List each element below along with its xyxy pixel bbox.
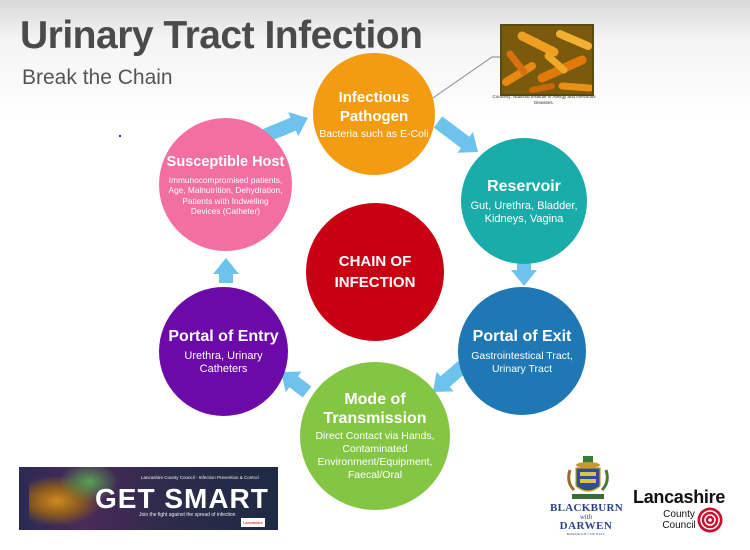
node-title: Reservoir [487, 177, 561, 195]
red-rose-icon [697, 507, 723, 533]
node-susceptible-host: Susceptible Host Immunocompromised patie… [159, 118, 292, 251]
arrow-reservoir-to-exit [511, 262, 537, 286]
node-desc: Gastrointestical Tract, Urinary Tract [471, 349, 573, 375]
blackburn-line2: with [579, 513, 593, 521]
blackburn-line3: DARWEN [559, 520, 613, 532]
blackburn-line4: BOROUGH COUNCIL [566, 532, 606, 536]
node-desc: Bacteria such as E-Coli [319, 127, 429, 140]
bacteria-image [500, 24, 594, 96]
node-desc: Urethra, Urinary Catheters [184, 350, 263, 375]
banner-council-logo: Lancashire [241, 518, 265, 527]
node-reservoir: Reservoir Gut, Urethra, Bladder, Kidneys… [461, 138, 587, 264]
node-portal-of-exit: Portal of Exit Gastrointestical Tract, U… [458, 287, 586, 415]
node-desc: Immunocompromised patients, Age, Malnutr… [168, 174, 283, 217]
get-smart-banner: Lancashire County Council - Infection Pr… [19, 467, 278, 530]
node-title: Susceptible Host [166, 153, 285, 170]
arrow-pathogen-to-reservoir [433, 116, 478, 153]
image-caption: Courtesy: National Institute of Allergy … [492, 94, 596, 105]
node-mode-of-transmission: Mode of Transmission Direct Contact via … [300, 362, 450, 510]
node-title: Portal of Exit [472, 327, 572, 345]
banner-big-text: GET SMART [95, 483, 269, 514]
page-subtitle: Break the Chain [22, 66, 173, 89]
node-title: Infectious Pathogen [338, 88, 410, 125]
node-desc: Gut, Urethra, Bladder, Kidneys, Vagina [470, 199, 578, 225]
node-desc: Direct Contact via Hands, Contaminated E… [315, 430, 435, 481]
banner-map-graphic-2 [59, 467, 119, 502]
lancashire-name: Lancashire [633, 487, 726, 507]
center-title: CHAIN OF INFECTION [334, 253, 416, 291]
lancashire-line3: Council [662, 520, 696, 531]
node-title: Portal of Entry [168, 328, 279, 345]
stray-dot [119, 135, 121, 137]
blackburn-line1: BLACKBURN [550, 502, 623, 514]
banner-small-text: Lancashire County Council - Infection Pr… [141, 475, 259, 480]
blackburn-darwen-logo: BLACKBURN with DARWEN BOROUGH COUNCIL [550, 502, 623, 537]
center-chain-of-infection: CHAIN OF INFECTION [306, 203, 444, 341]
node-portal-of-entry: Portal of Entry Urethra, Urinary Cathete… [159, 287, 288, 416]
banner-sub-text: Join the fight against the spread of inf… [139, 512, 236, 518]
page-title: Urinary Tract Infection [20, 14, 423, 57]
arrow-entry-to-host [213, 258, 239, 283]
node-infectious-pathogen: Infectious Pathogen Bacteria such as E-C… [313, 53, 435, 175]
node-title: Mode of Transmission [323, 391, 427, 427]
arrow-mode-to-entry [281, 371, 312, 398]
lancashire-logo: Lancashire County Council [633, 487, 726, 531]
lancashire-line2: County [663, 509, 695, 520]
crest-icon [567, 456, 609, 499]
lancashire-sub: County Council [649, 509, 709, 531]
